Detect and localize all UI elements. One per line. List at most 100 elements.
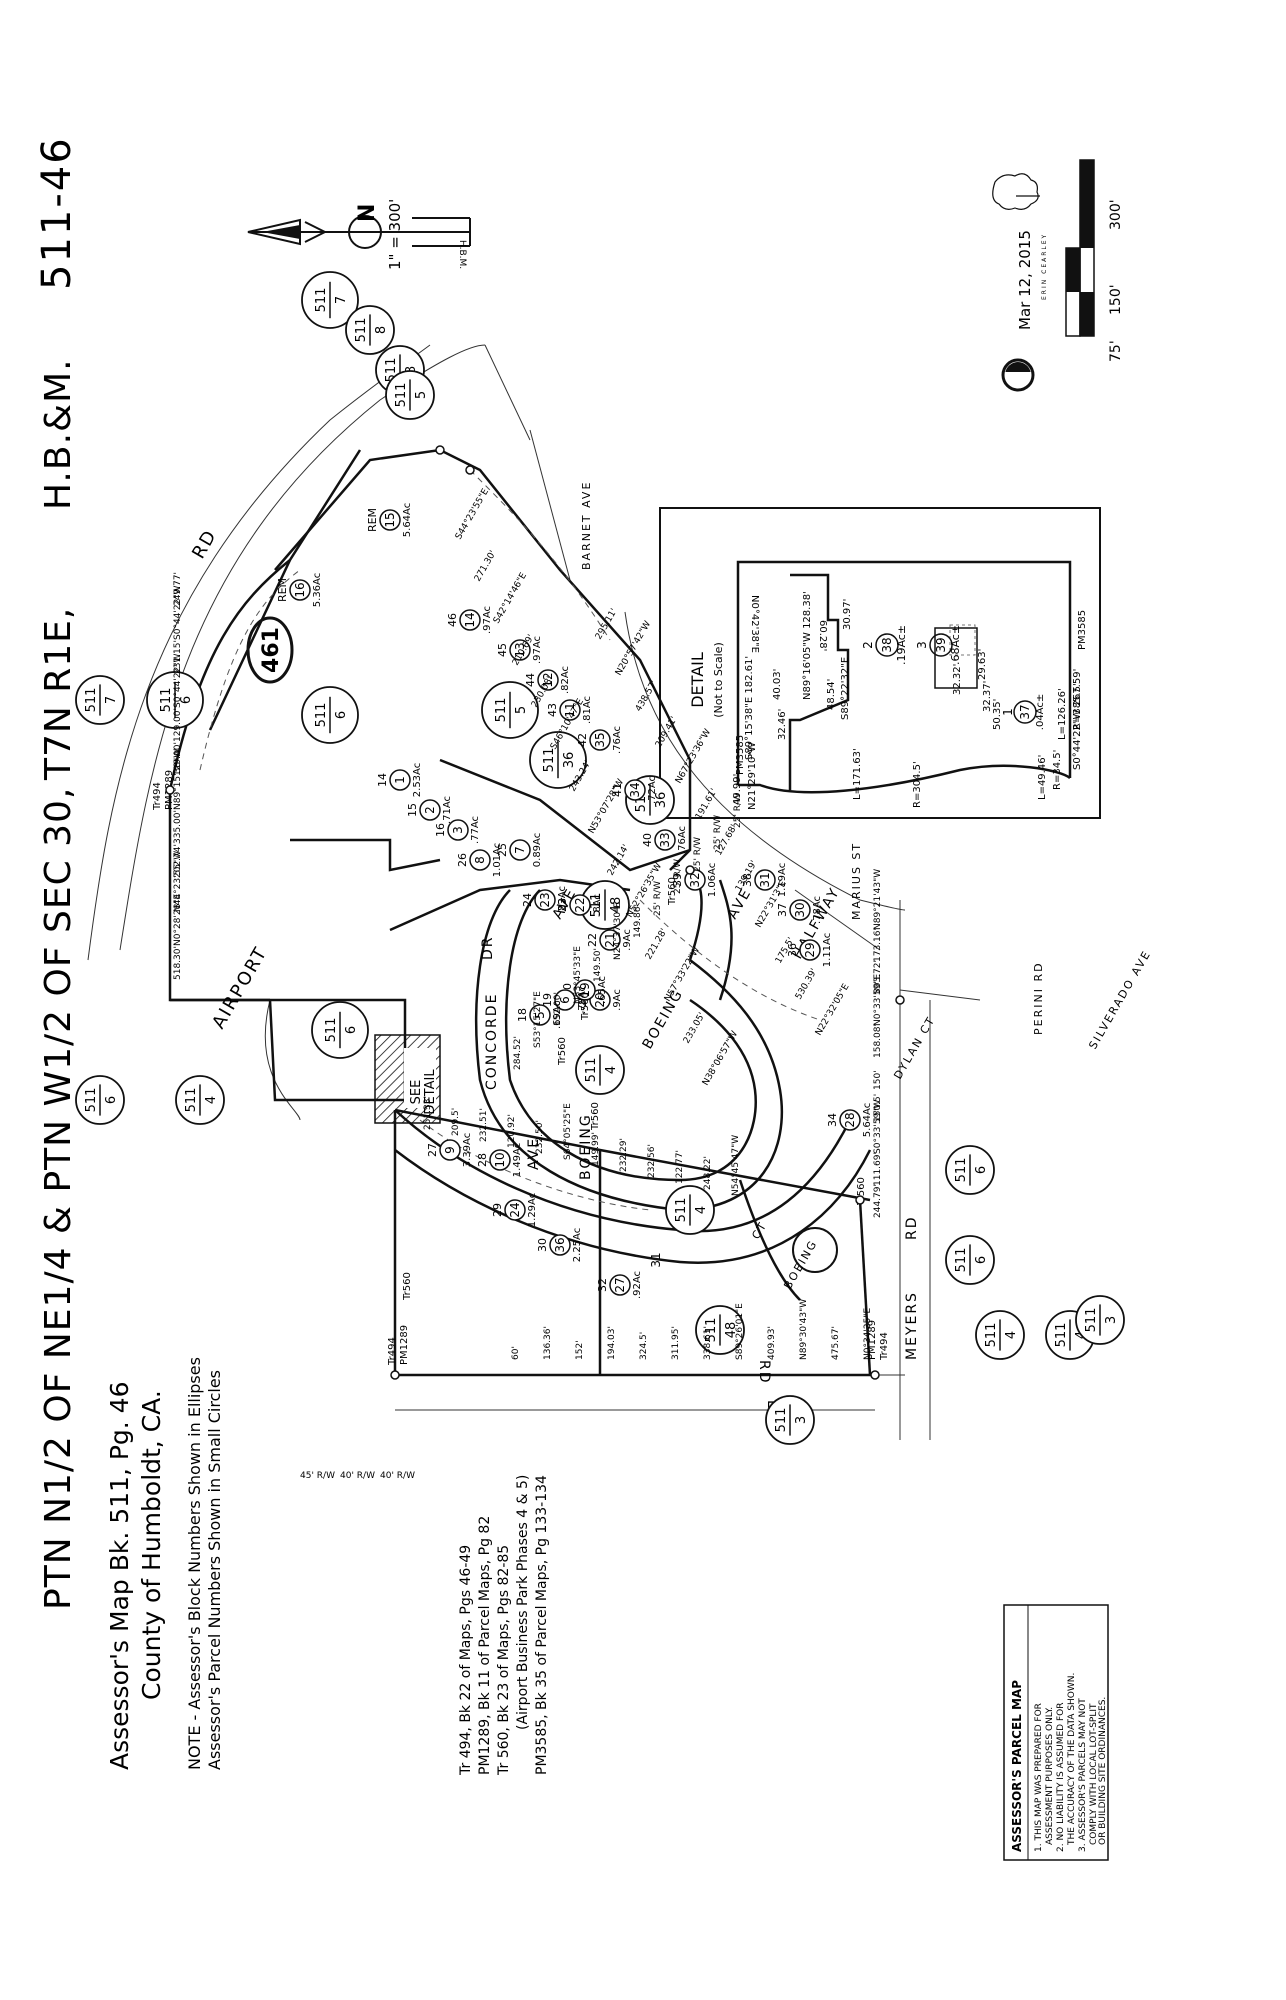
parcel-area: 5.64Ac [862,1103,873,1137]
parcel-lot-number: 43 [546,703,559,717]
tract-line: Tr560 [667,877,678,906]
book-ref-bottom: 3 [1104,1316,1119,1324]
svg-text:DR: DR [480,935,496,960]
boeing-ct-cul-de-sac [792,1227,838,1273]
parcel-apn: 6 [558,996,572,1004]
dimension-label: 136.36' [543,1326,553,1360]
dimension-label: 475.67' [831,1326,841,1360]
tract-line: Tr560 [590,1102,601,1131]
parcel-area: 1.11Ac [822,933,833,967]
parcel-lot-number: 24 [521,893,534,907]
parcel-apn: 20 [593,992,607,1007]
dimension-label: 233.05' [682,1011,708,1045]
dimension-label: S44°23'55"E [454,487,491,542]
svg-text:2: 2 [861,641,875,649]
book-ref-bottom: 6 [974,1166,989,1174]
dimension-label: 324.5' [639,1332,649,1360]
parcel-lot-number: 28 [476,1153,489,1167]
dimension-label: 60' [511,1346,521,1360]
book-ref-bottom: 3 [794,1416,809,1424]
book-ref-bottom: 36 [654,792,669,809]
dimension-label: S0°44'22"W [173,586,183,640]
disclaimer-item: THE ACCURACY OF THE DATA SHOWN. [1067,1673,1077,1846]
dimension-label: 530.39' [794,967,820,1001]
book-ref-top: 511 [774,1408,789,1433]
parcel-lot-number: 30 [536,1238,549,1252]
dimension-label: 284.52' [513,1036,523,1070]
parcel-apn: 5 [533,1011,547,1019]
dimension-label: 25' R/W [693,837,703,872]
dimension-label: 244.79' [873,1184,883,1218]
svg-text:R=385.5': R=385.5' [1072,683,1083,730]
dimension-label: 25' R/W [653,881,663,916]
parcel-apn: 31 [758,872,772,887]
map-number: 511-46 [34,136,80,290]
svg-text:32.32': 32.32' [952,664,963,695]
parcel-apn: 12 [541,672,555,687]
parcel-lot-number: REM [366,508,379,532]
book-ref-top: 511 [589,893,604,918]
book-ref-top: 511 [954,1158,969,1183]
concorde-loop [475,869,784,1212]
parcel-area: 1.49Ac [512,1143,523,1177]
parcel-area: 5.64Ac [402,503,413,537]
book-ref-top: 511 [674,1198,689,1223]
parcel-area: .72Ac [647,776,658,804]
svg-text:RD: RD [904,1215,920,1240]
svg-text:N89°16'05"W 128.38': N89°16'05"W 128.38' [802,591,813,700]
disclaimer-item: 3. ASSESSOR'S PARCELS MAY NOT [1078,1698,1088,1852]
parcel-area: .78Ac [812,896,823,924]
book-ref-top: 511 [84,688,99,713]
book-ref-bottom: 7 [334,296,349,304]
dimension-label: 25' R/W [733,793,743,828]
map-date: Mar 12, 2015 [1016,230,1034,330]
parcel-area: .9Ac [612,989,623,1011]
book-ref-bottom: 6 [974,1256,989,1264]
tract-label: Tr560 [856,1177,867,1206]
parcel-apn: 15 [383,512,397,527]
dimension-label: N24°37'30"E [613,902,623,960]
dimension-label: 120.92' [507,1114,517,1148]
disclaimer-item: 1. THIS MAP WAS PREPARED FOR [1034,1703,1044,1852]
svg-text:CONCORDE: CONCORDE [484,993,500,1090]
svg-text:R=34.5': R=34.5' [1052,750,1063,790]
tract-label: Tr560 [667,877,678,906]
parcel-area: 1.06Ac [707,863,718,897]
parcel-lot-number: 26 [456,853,469,867]
dimension-label: 249.77' [173,572,183,606]
svg-text:1: 1 [1001,708,1015,716]
book-ref-bottom: 6 [104,1096,119,1104]
svg-text:N0°42'38"E: N0°42'38"E [749,595,760,653]
dimension-label: N53°07'28"W [587,777,626,835]
parcel-area: 2.25Ac [572,1228,583,1262]
map-title: PTN N1/2 OF NE1/4 & PTN W1/2 OF SEC 30, [38,787,79,1610]
note-line-2: Assessor's Parcel Numbers Shown in Small… [205,1370,224,1770]
ref-line: Tr 560, Bk 23 of Maps, Pgs 82-85 [496,1545,512,1776]
parcel-area: .8Ac [592,894,603,916]
parcel-lot-number: 38 [741,873,754,887]
tract-line: Tr560 [580,992,591,1021]
svg-text:.19Ac±: .19Ac± [895,625,908,665]
ref-line: Tr 494, Bk 22 of Maps, Pgs 46-49 [458,1545,474,1776]
parcel-area: .79Ac [577,986,588,1014]
dimension-label: 129.00' [173,742,183,776]
dimension-label: N0°33'59"E [873,974,883,1026]
logo-icon [1001,358,1035,392]
north-letter: N [355,204,380,222]
parcel-area: 1.19Ac [777,863,788,897]
book-ref-top: 511 [584,1058,599,1083]
dimension-label: 194.03' [607,1326,617,1360]
svg-text:60.28': 60.28' [817,620,828,651]
disclaimer-item: ASSESSMENT PURPOSES ONLY. [1045,1707,1055,1845]
svg-text:L=49.46': L=49.46' [1037,755,1048,800]
